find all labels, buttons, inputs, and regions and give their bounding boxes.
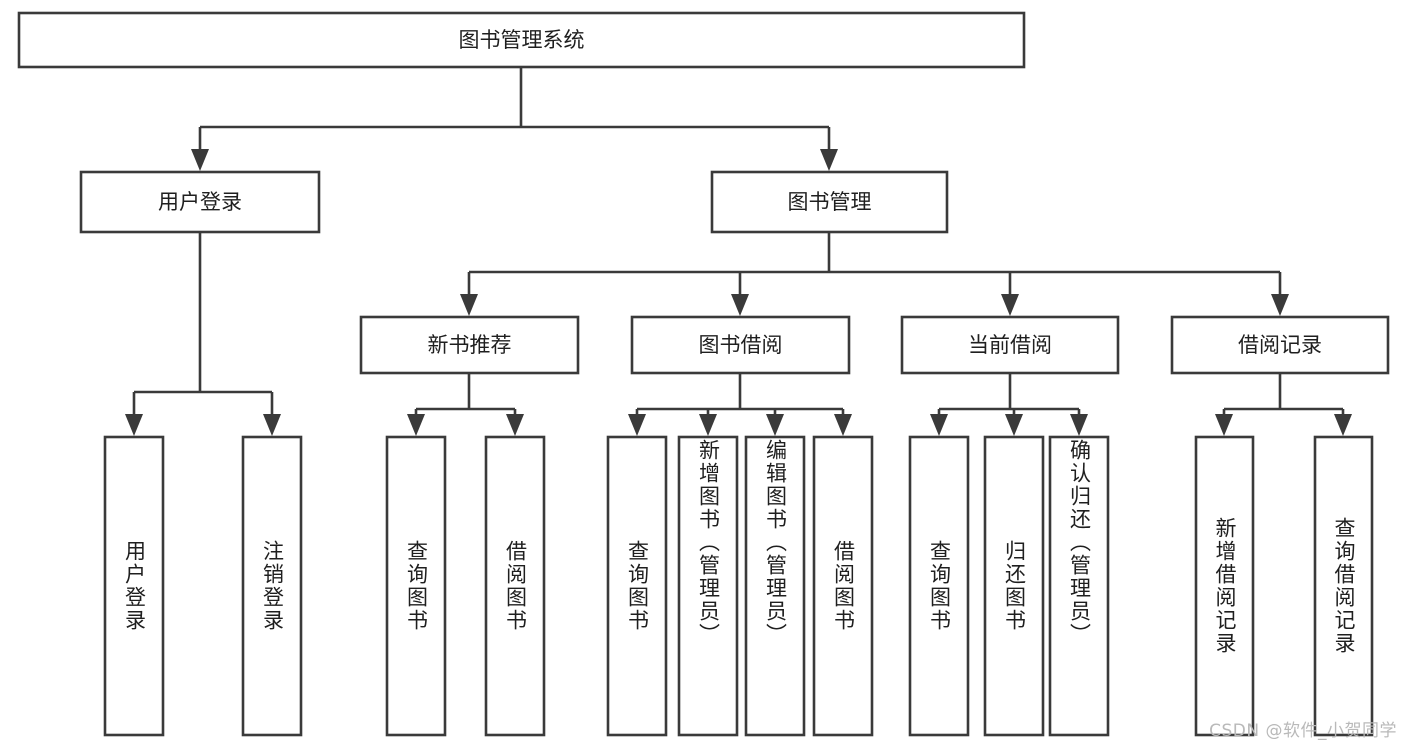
connector-group-5 xyxy=(628,373,852,436)
node-注销登录-leaf-1[interactable] xyxy=(241,435,303,737)
node-label: 图书管理系统 xyxy=(459,28,585,52)
node-编辑图书管理员-leaf-6[interactable] xyxy=(744,435,806,737)
node-查询图书-leaf-4[interactable] xyxy=(606,435,668,737)
node-借阅图书-leaf-3[interactable] xyxy=(484,435,546,737)
node-新书推荐-level2-0[interactable]: 新书推荐 xyxy=(359,315,580,375)
node-label: 用户登录 xyxy=(158,190,242,214)
node-label: 借阅记录 xyxy=(1238,333,1322,357)
node-新增图书管理员-leaf-5[interactable] xyxy=(677,435,739,737)
node-label: 图书管理 xyxy=(788,190,872,214)
node-图书管理-level1-1[interactable]: 图书管理 xyxy=(710,170,949,234)
connector-group-1 xyxy=(191,67,838,171)
watermark-text: CSDN @软件_小贺同学 xyxy=(1209,721,1397,741)
node-label: 图书借阅 xyxy=(699,333,783,357)
node-查询图书-leaf-8[interactable] xyxy=(908,435,970,737)
connector-group-2 xyxy=(125,232,281,436)
node-label: 当前借阅 xyxy=(968,333,1052,357)
node-新增借阅记录-leaf-11[interactable] xyxy=(1194,435,1255,737)
node-label: 新书推荐 xyxy=(428,333,512,357)
connector-layer xyxy=(125,67,1352,436)
connector-group-4 xyxy=(407,373,524,436)
node-用户登录-level1-0[interactable]: 用户登录 xyxy=(79,170,321,234)
connector-group-6 xyxy=(930,373,1088,436)
node-当前借阅-level2-2[interactable]: 当前借阅 xyxy=(900,315,1120,375)
node-图书借阅-level2-1[interactable]: 图书借阅 xyxy=(630,315,851,375)
node-归还图书-leaf-9[interactable] xyxy=(983,435,1045,737)
node-借阅图书-leaf-7[interactable] xyxy=(812,435,874,737)
connector-group-3 xyxy=(460,232,1289,316)
node-借阅记录-level2-3[interactable]: 借阅记录 xyxy=(1170,315,1390,375)
node-查询借阅记录-leaf-12[interactable] xyxy=(1313,435,1374,737)
connector-group-7 xyxy=(1215,373,1352,436)
node-查询图书-leaf-2[interactable] xyxy=(385,435,447,737)
node-确认归还管理员-leaf-10[interactable] xyxy=(1048,435,1110,737)
node-图书管理系统-root-0[interactable]: 图书管理系统 xyxy=(17,11,1026,69)
node-用户登录-leaf-0[interactable] xyxy=(103,435,165,737)
